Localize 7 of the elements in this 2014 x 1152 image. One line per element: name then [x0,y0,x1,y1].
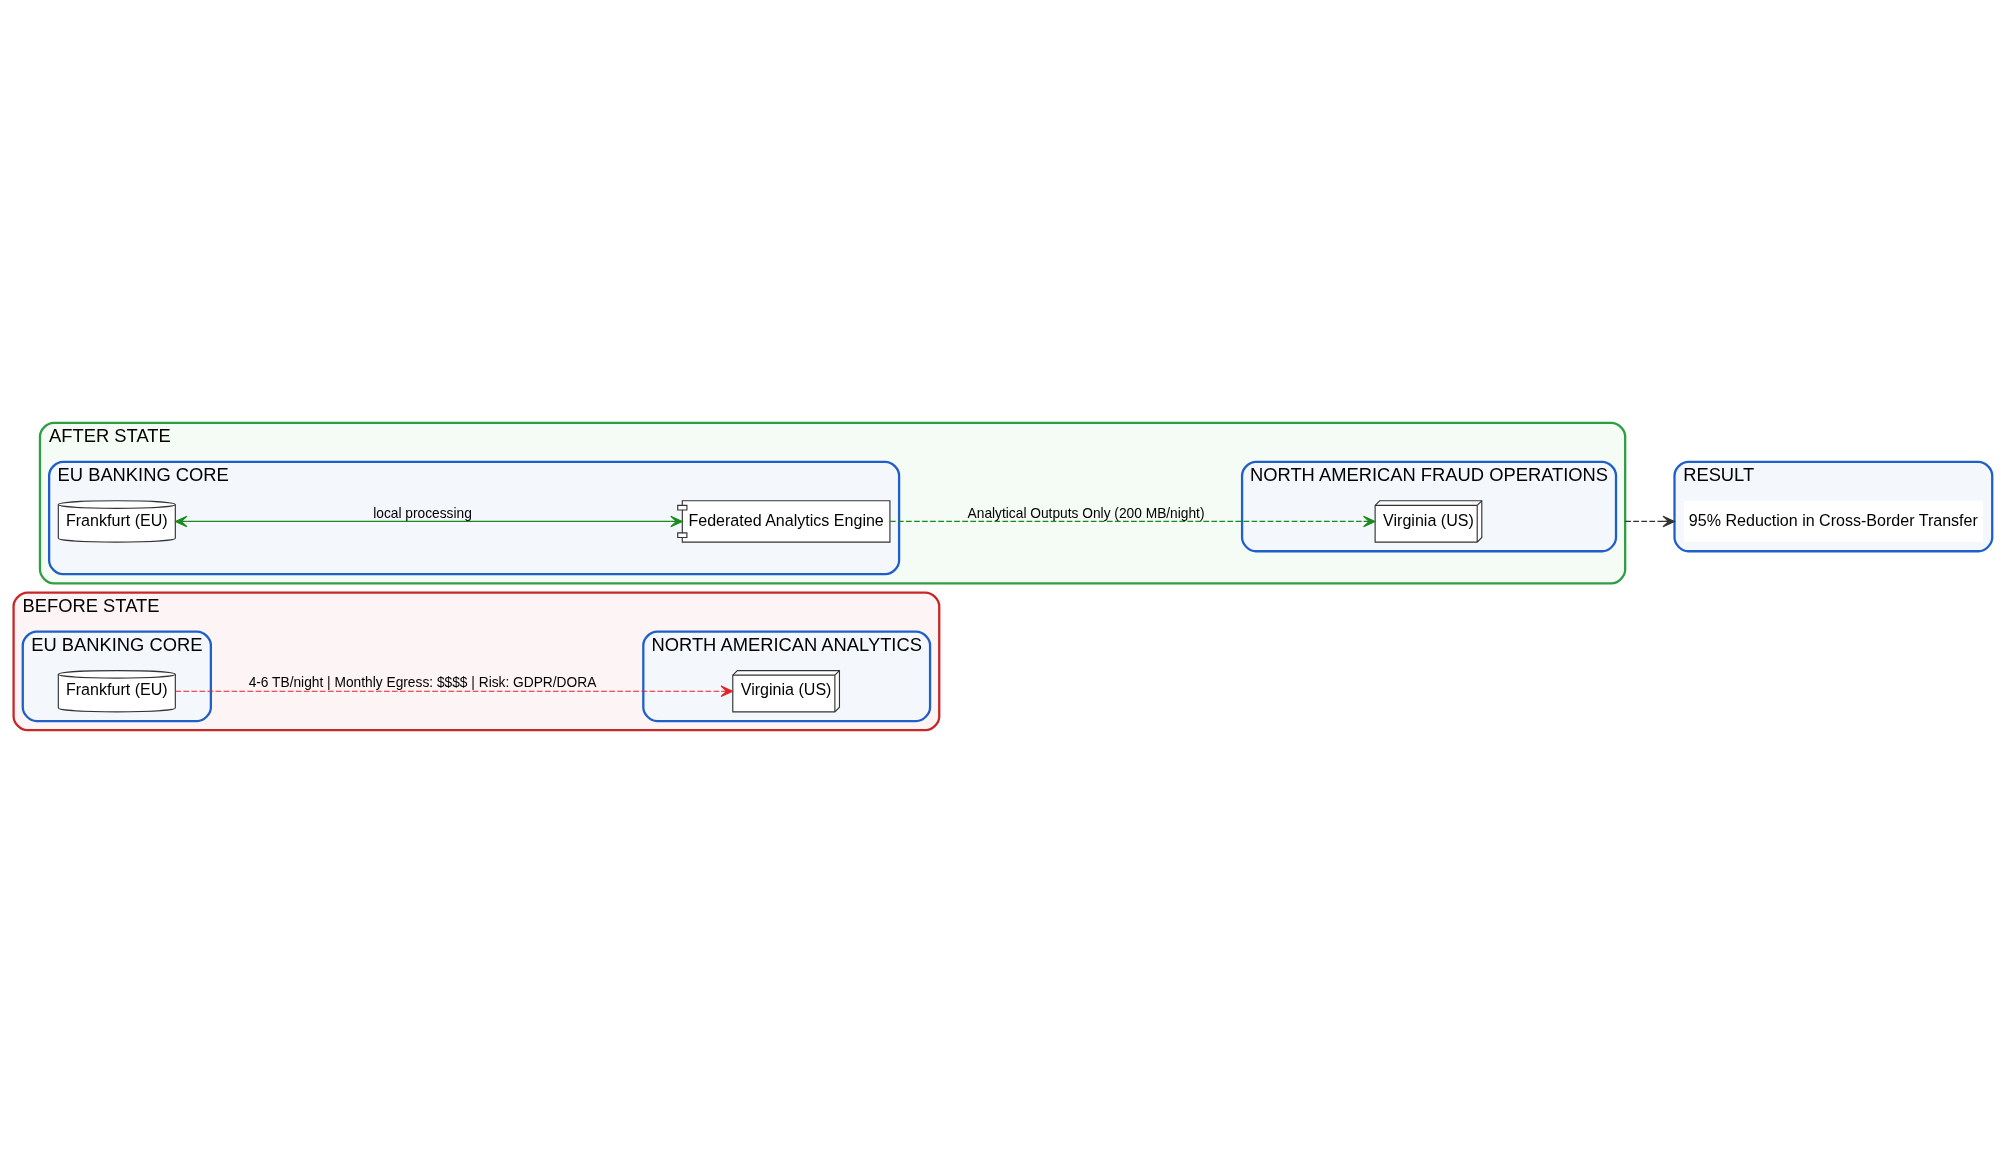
arrow [174,684,733,697]
edge-label: Analytical Outputs Only (200 MB/night) [967,505,1205,521]
edge-label: local processing [372,505,472,521]
arrow [174,515,683,527]
arrow [1624,515,1675,527]
arrow [889,515,1376,527]
edge-label: 4-6 TB/night | Monthly Egress: $$$$ | Risk: GDPR/DORA [248,674,596,690]
